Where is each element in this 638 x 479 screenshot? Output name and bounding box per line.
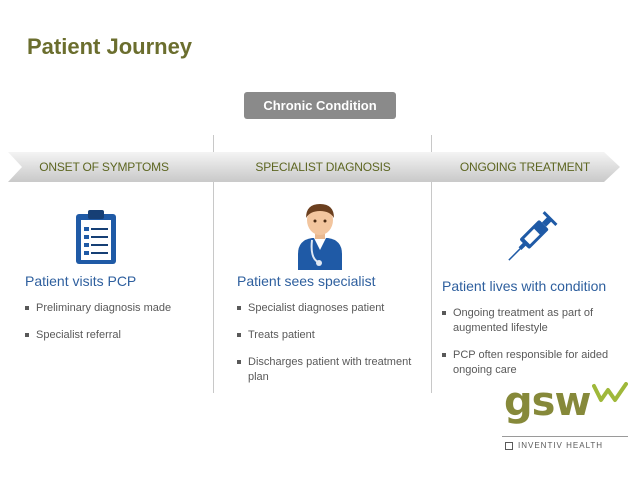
condition-badge: Chronic Condition bbox=[244, 92, 396, 119]
logo-subtitle: INVENTIV HEALTH bbox=[518, 441, 604, 450]
list-item: Preliminary diagnosis made bbox=[25, 301, 210, 316]
doctor-icon bbox=[298, 204, 342, 270]
list-item: Ongoing treatment as part of augmented l… bbox=[442, 306, 634, 336]
gsw-logo: gsw INVENTIV HEALTH bbox=[500, 380, 630, 458]
logo-divider bbox=[502, 436, 628, 437]
stage-ongoing-treatment: ONGOING TREATMENT bbox=[459, 160, 591, 174]
page-title: Patient Journey bbox=[27, 34, 193, 59]
syringe-icon bbox=[508, 211, 558, 261]
bullet-list: Ongoing treatment as part of augmented l… bbox=[442, 306, 634, 378]
column-divider bbox=[431, 135, 432, 393]
stage-banner bbox=[8, 152, 620, 182]
stage-specialist-diagnosis: SPECIALIST DIAGNOSIS bbox=[255, 160, 391, 174]
list-item: PCP often responsible for aided ongoing … bbox=[442, 348, 634, 378]
logo-wordmark: gsw bbox=[504, 379, 591, 425]
column-sees-specialist: Patient sees specialist Specialist diagn… bbox=[237, 273, 427, 397]
column-divider bbox=[213, 135, 214, 393]
list-item: Treats patient bbox=[237, 328, 427, 343]
list-item: Discharges patient with treatment plan bbox=[237, 355, 427, 385]
stage-onset-of-symptoms: ONSET OF SYMPTOMS bbox=[39, 160, 169, 174]
column-title: Patient visits PCP bbox=[25, 273, 137, 289]
column-title: Patient sees specialist bbox=[237, 273, 376, 289]
column-title: Patient lives with condition bbox=[442, 278, 607, 294]
clipboard-icon bbox=[76, 210, 116, 264]
logo-mark-icon bbox=[505, 442, 513, 450]
logo-swoosh-icon bbox=[592, 382, 628, 402]
column-lives-with-condition: Patient lives with condition Ongoing tre… bbox=[442, 278, 634, 390]
list-item: Specialist referral bbox=[25, 328, 210, 343]
bullet-list: Specialist diagnoses patient Treats pati… bbox=[237, 301, 427, 385]
list-item: Specialist diagnoses patient bbox=[237, 301, 427, 316]
bullet-list: Preliminary diagnosis made Specialist re… bbox=[25, 301, 210, 343]
column-visits-pcp: Patient visits PCP Preliminary diagnosis… bbox=[25, 273, 210, 355]
